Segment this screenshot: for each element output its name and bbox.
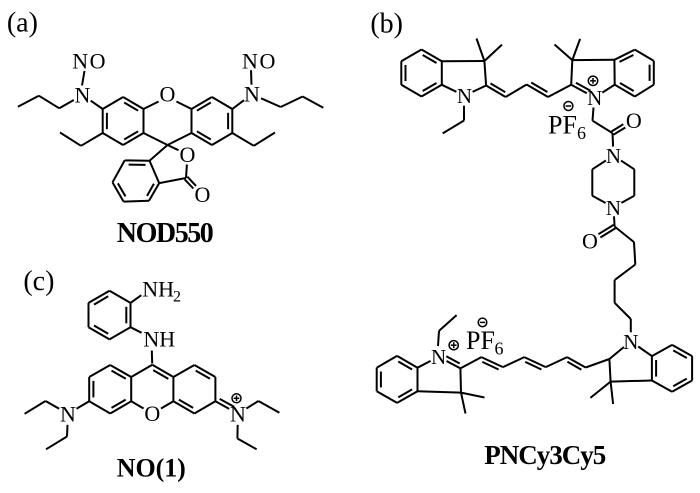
svg-text:N: N <box>244 82 260 107</box>
svg-text:N: N <box>431 345 446 369</box>
svg-text:PF: PF <box>466 326 495 355</box>
svg-text:N: N <box>606 196 621 220</box>
svg-text:(b): (b) <box>370 8 403 39</box>
svg-text:NH: NH <box>143 326 175 351</box>
svg-text:N: N <box>606 144 621 168</box>
svg-text:PNCy3Cy5: PNCy3Cy5 <box>484 440 606 470</box>
svg-text:O: O <box>180 142 196 167</box>
svg-text:PF: PF <box>548 111 577 140</box>
svg-text:NO: NO <box>242 49 277 74</box>
svg-text:N: N <box>623 330 638 354</box>
svg-text:(a): (a) <box>7 8 38 39</box>
svg-text:O: O <box>626 108 642 133</box>
svg-text:NH: NH <box>142 276 174 301</box>
svg-text:O: O <box>160 82 176 107</box>
svg-text:(c): (c) <box>23 266 54 297</box>
svg-text:O: O <box>144 401 160 426</box>
svg-text:N: N <box>587 86 602 110</box>
svg-text:6: 6 <box>495 339 504 359</box>
svg-text:6: 6 <box>577 123 586 143</box>
svg-text:O: O <box>582 229 598 254</box>
svg-text:NO: NO <box>72 49 107 74</box>
svg-text:2: 2 <box>173 289 181 306</box>
svg-text:O: O <box>195 182 211 207</box>
svg-text:NOD550: NOD550 <box>117 218 214 249</box>
svg-text:N: N <box>457 84 472 108</box>
svg-text:N: N <box>60 401 76 426</box>
svg-text:NO(1): NO(1) <box>117 454 186 483</box>
svg-text:N: N <box>230 401 246 426</box>
svg-text:N: N <box>75 83 91 108</box>
